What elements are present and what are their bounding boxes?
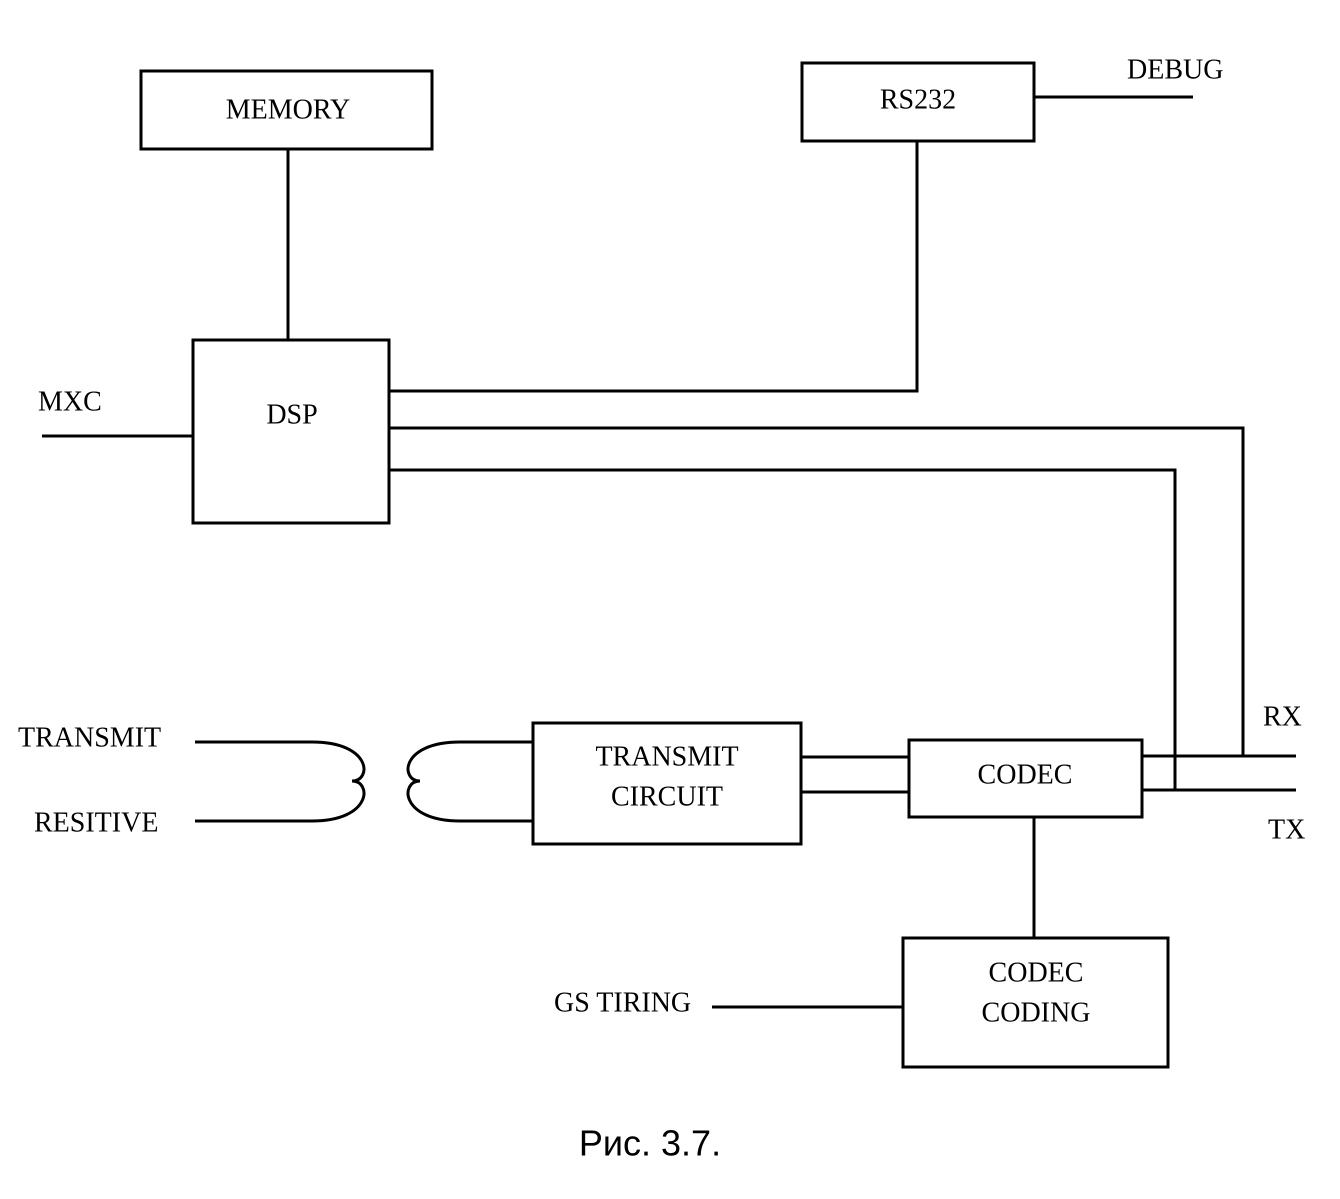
transmit-label: TRANSMIT <box>18 723 161 754</box>
codec-coding-label-line1: CODEC <box>989 958 1084 989</box>
debug-label: DEBUG <box>1127 55 1223 86</box>
codec-block: CODEC <box>907 738 1144 819</box>
memory-block: MEMORY <box>139 69 434 151</box>
codec-label: CODEC <box>978 760 1073 791</box>
dsp-rx-line <box>389 426 1245 756</box>
rs232-block: RS232 <box>800 61 1036 143</box>
rx-label: RX <box>1263 702 1302 733</box>
resitive-label: RESITIVE <box>34 808 158 839</box>
figure-caption: Рис. 3.7. <box>579 1123 721 1164</box>
transformer-primary-coil <box>311 740 366 823</box>
codec-coding-label-line2: CODING <box>982 998 1091 1029</box>
mxc-label: MXC <box>38 387 102 418</box>
codec-coding-block: CODEC CODING <box>901 936 1170 1069</box>
rs232-label: RS232 <box>880 85 956 116</box>
dsp-tx-line <box>389 468 1177 790</box>
dsp-label: DSP <box>266 400 317 431</box>
transformer-coupling <box>195 740 533 823</box>
connections <box>42 95 1296 1009</box>
rs232-dsp-line <box>389 141 919 393</box>
tx-label: TX <box>1268 815 1305 846</box>
dsp-block: DSP <box>191 338 391 525</box>
memory-label: MEMORY <box>226 95 350 126</box>
gs-tiring-label: GS TIRING <box>554 988 691 1019</box>
transmit-circuit-block: TRANSMIT CIRCUIT <box>531 721 803 846</box>
transmit-circuit-label-line2: CIRCUIT <box>611 782 723 813</box>
transformer-secondary-coil <box>406 740 461 823</box>
transmit-circuit-label-line1: TRANSMIT <box>595 742 738 773</box>
